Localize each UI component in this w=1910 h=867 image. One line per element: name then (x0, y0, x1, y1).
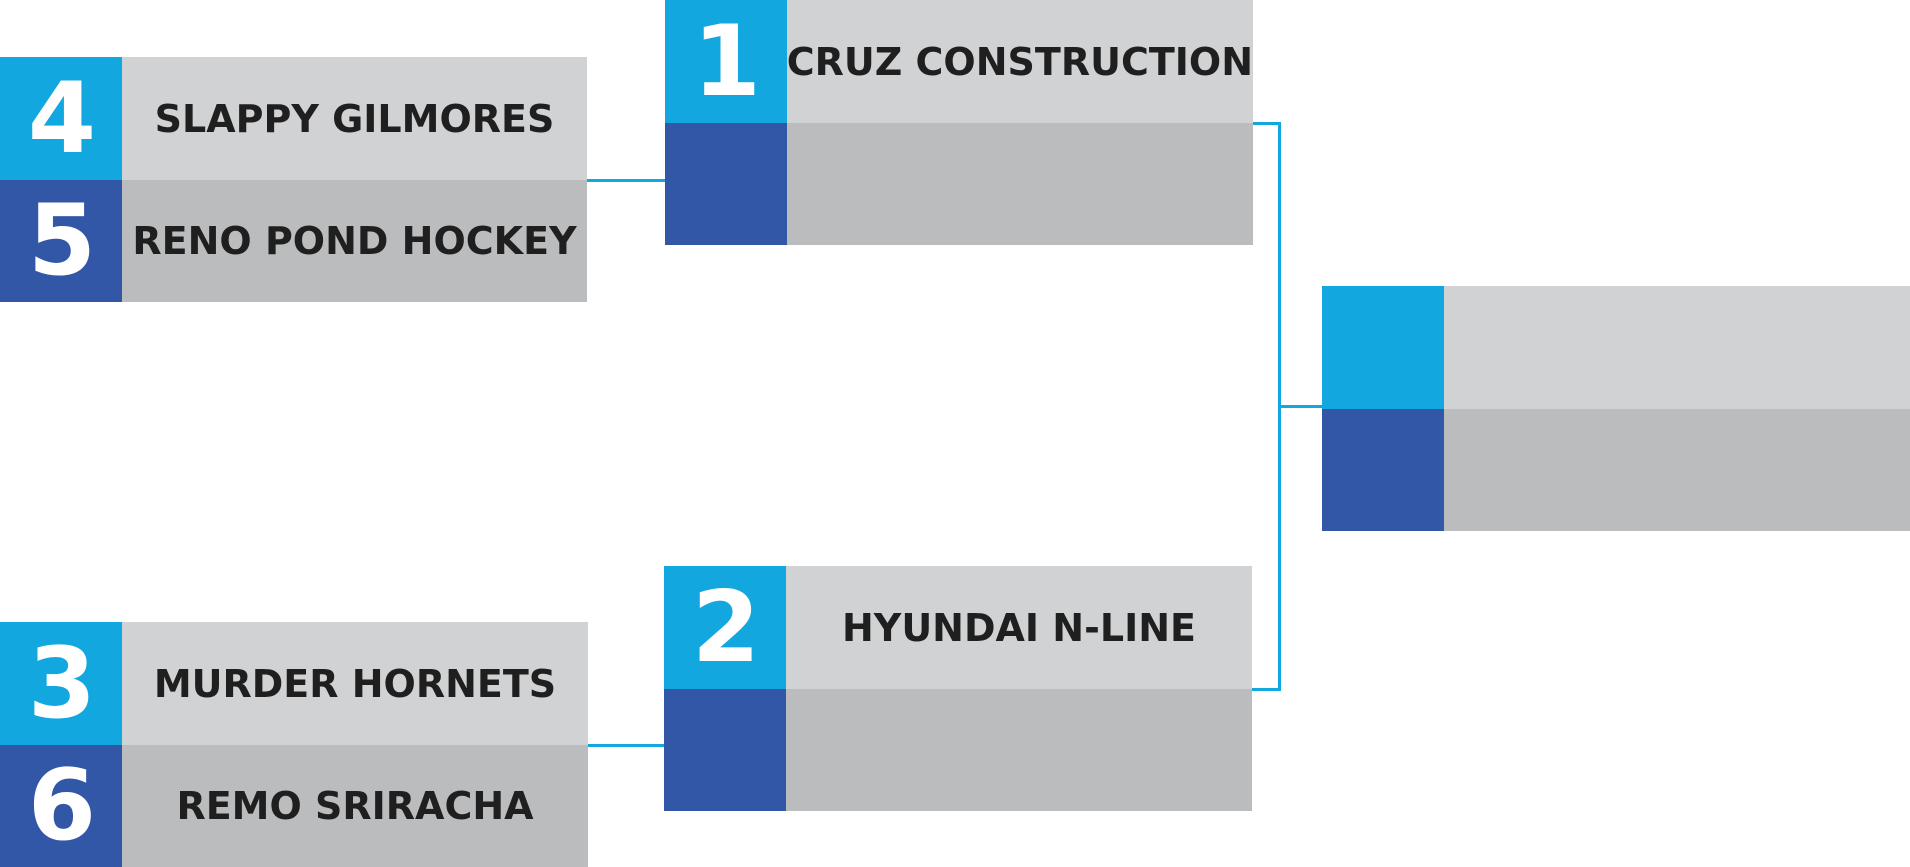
connector-qf2-to-sf2 (586, 744, 666, 747)
seed-number (1322, 286, 1444, 409)
bracket-slot-sf2-top: 2 HYUNDAI N-LINE (664, 566, 1252, 689)
seed-number: 1 (665, 0, 787, 123)
bracket-slot-qf1-bottom: 5 RENO POND HOCKEY (0, 180, 587, 302)
bracket-slot-sf1-bottom (665, 123, 1253, 245)
bracket-slot-qf2-bottom: 6 REMO SRIRACHA (0, 745, 588, 867)
connector-sf1-stub (1252, 122, 1280, 125)
seed-number: 3 (0, 622, 122, 745)
seed-number: 5 (0, 180, 122, 302)
connector-to-final (1278, 405, 1323, 408)
team-name (786, 689, 1252, 811)
team-name: CRUZ CONSTRUCTION (786, 0, 1253, 123)
seed-number: 4 (0, 57, 122, 180)
connector-sf2-stub (1251, 688, 1280, 691)
team-name (1444, 286, 1910, 409)
seed-number (1322, 409, 1444, 531)
team-name: MURDER HORNETS (122, 622, 588, 745)
team-name: HYUNDAI N-LINE (786, 566, 1252, 689)
team-name: SLAPPY GILMORES (122, 57, 587, 180)
team-name: RENO POND HOCKEY (122, 180, 587, 302)
bracket-slot-sf1-top: 1 CRUZ CONSTRUCTION (665, 0, 1253, 123)
seed-number (665, 123, 787, 245)
bracket-slot-qf1-top: 4 SLAPPY GILMORES (0, 57, 587, 180)
seed-number: 6 (0, 745, 122, 867)
bracket-slot-final-top (1322, 286, 1910, 409)
team-name (787, 123, 1253, 245)
seed-number: 2 (664, 566, 786, 689)
bracket-slot-qf2-top: 3 MURDER HORNETS (0, 622, 588, 745)
connector-qf1-to-sf1 (586, 179, 666, 182)
seed-number (664, 689, 786, 811)
bracket-slot-final-bottom (1322, 409, 1910, 531)
team-name: REMO SRIRACHA (122, 745, 588, 867)
team-name (1444, 409, 1910, 531)
bracket-slot-sf2-bottom (664, 689, 1252, 811)
